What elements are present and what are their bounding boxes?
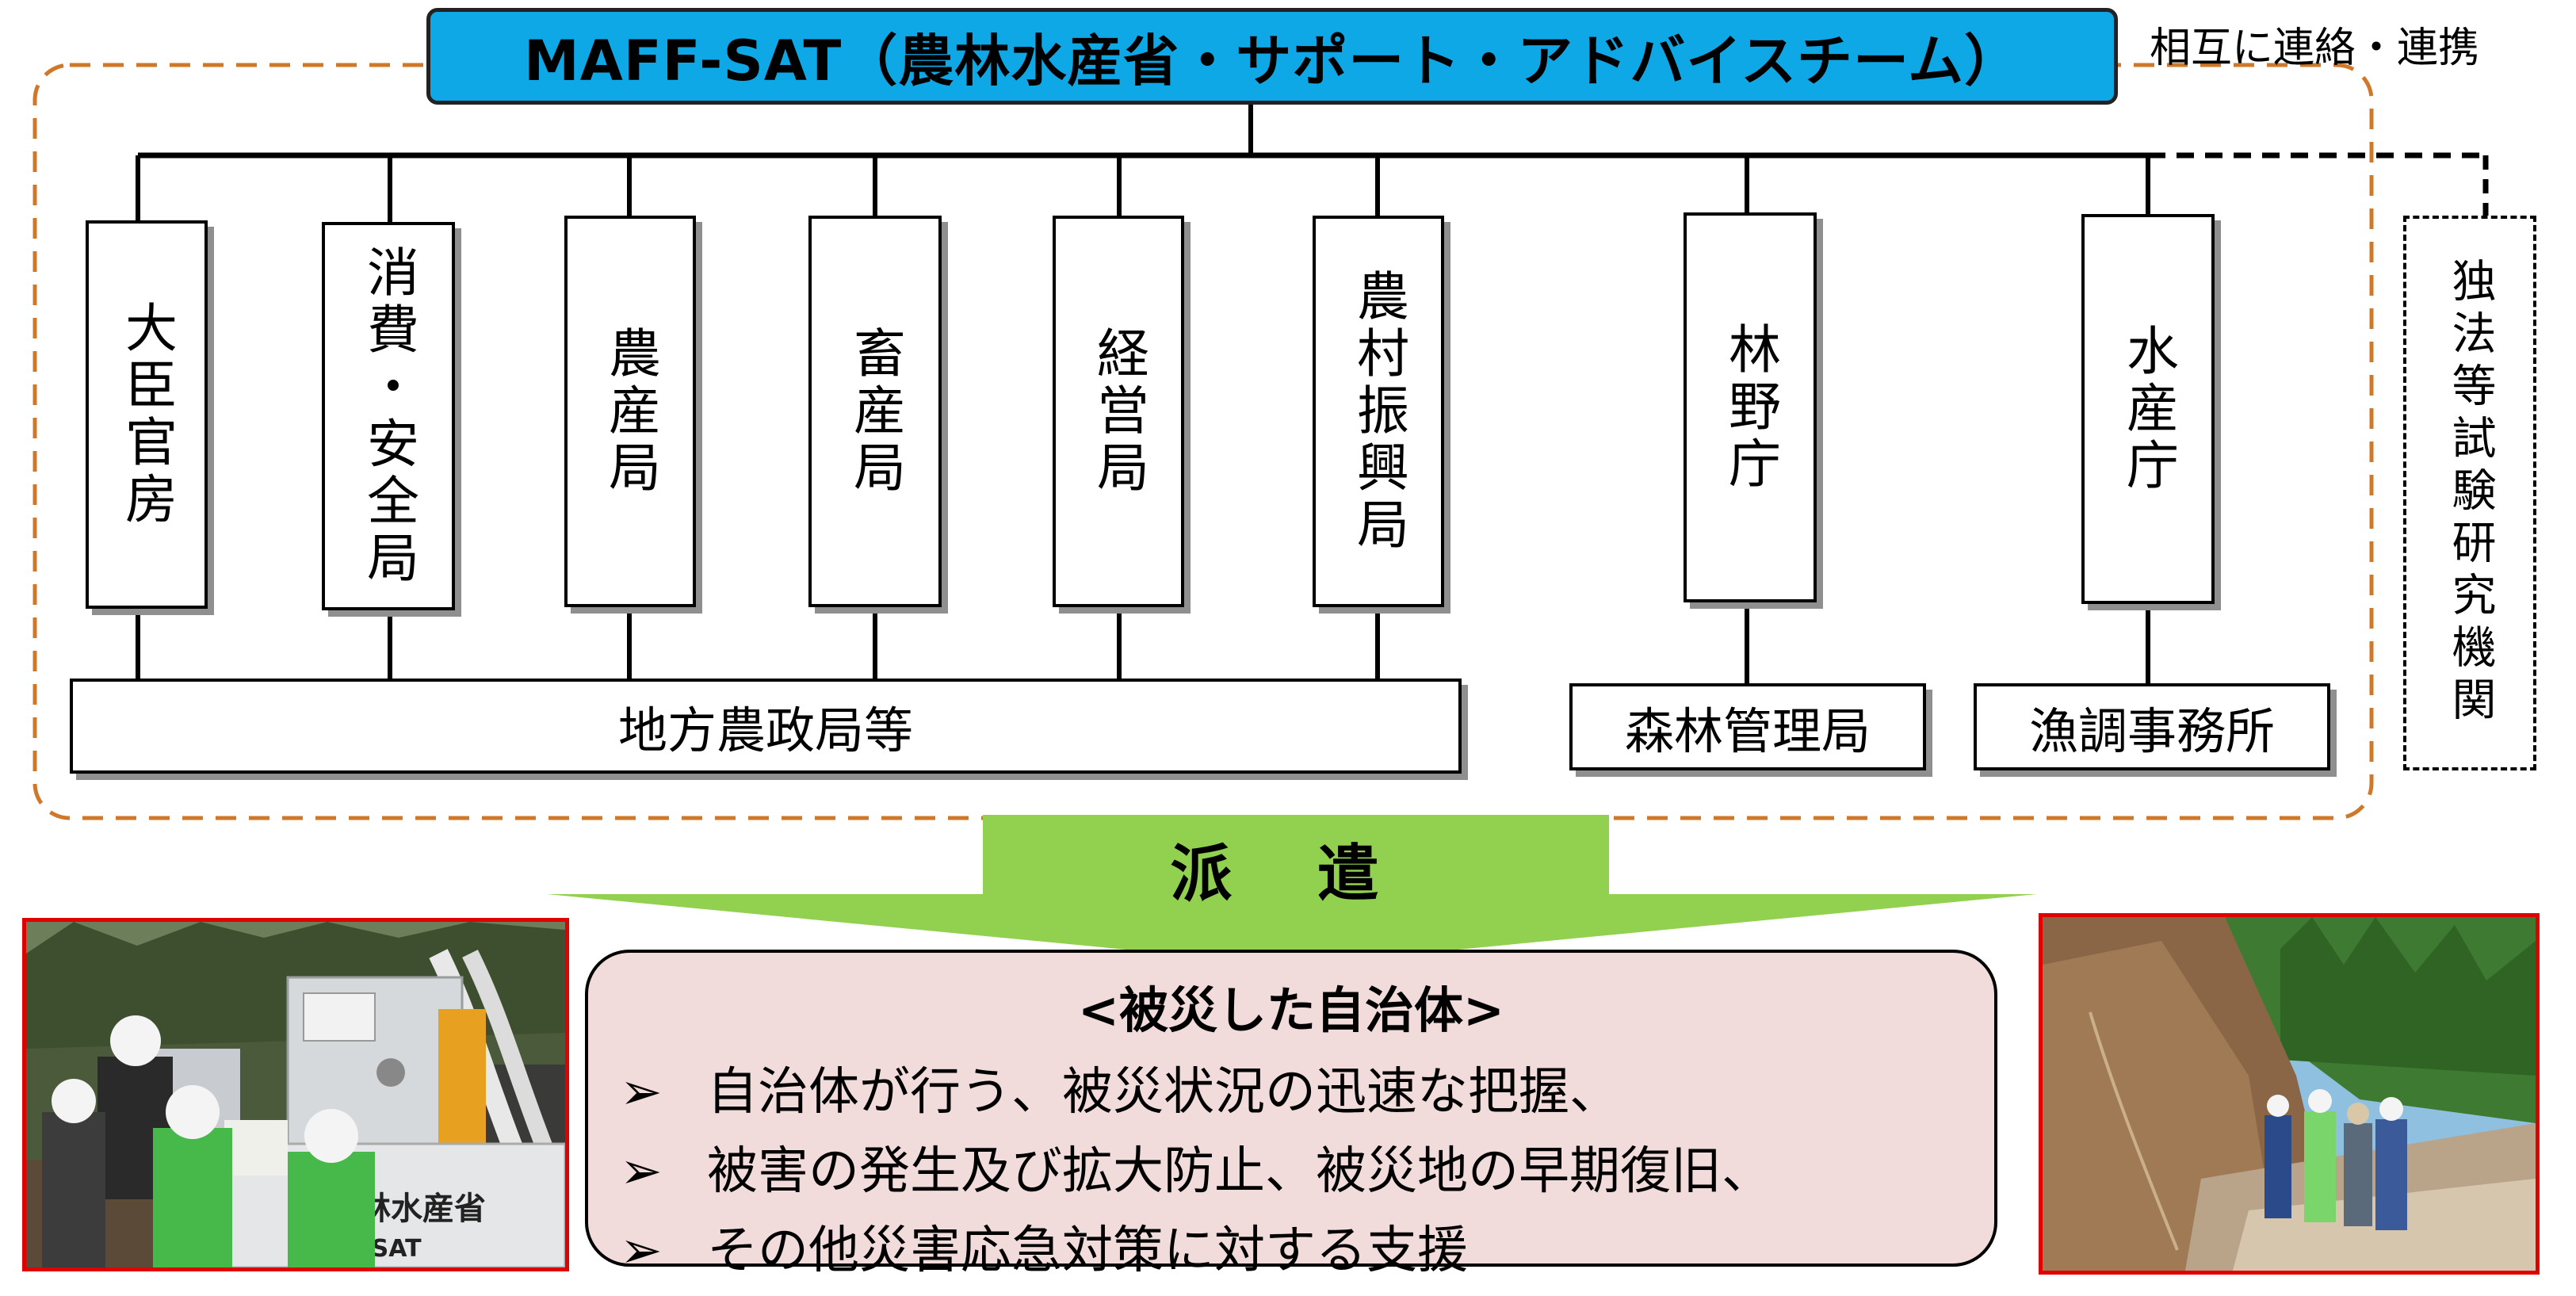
maff-sat-title: MAFF-SAT（農林水産省・サポート・アドバイスチーム） xyxy=(426,8,2118,105)
independent-institutes-box: 独法等試験研究機関 xyxy=(2403,216,2536,770)
independent-institutes-label: 独法等試験研究機関 xyxy=(2444,258,2496,728)
bureau-label: 消費・安全局 xyxy=(358,245,419,587)
photo-landslide-site xyxy=(2039,913,2540,1275)
bureau-label: 林野庁 xyxy=(1720,322,1781,493)
bureau-label: 水産庁 xyxy=(2118,323,2179,495)
bureau-box: 林野庁 xyxy=(1684,212,1817,602)
bullet-arrow-icon: ➢ xyxy=(620,1221,663,1280)
bureau-box: 経営局 xyxy=(1053,216,1184,607)
regional-office-box: 地方農政局等 xyxy=(70,679,1462,774)
liaison-label: 相互に連絡・連携 xyxy=(2150,25,2480,72)
dispatch-label: 派 遣 xyxy=(1170,839,1411,910)
regional-office-label: 地方農政局等 xyxy=(617,702,913,759)
bureau-label: 農村振興局 xyxy=(1348,269,1409,554)
forest-office-box: 森林管理局 xyxy=(1569,683,1926,770)
support-item: ➢ 被害の発生及び拡大防止、被災地の早期復旧、 xyxy=(620,1132,1963,1211)
support-box: <被災した自治体> ➢ 自治体が行う、被災状況の迅速な把握、 ➢ 被害の発生及び拡大… xyxy=(585,950,1997,1280)
support-item-text: その他災害応急対策に対する支援 xyxy=(707,1221,1468,1280)
support-item-text: 自治体が行う、被災状況の迅速な把握、 xyxy=(707,1063,1620,1122)
bureau-label: 農産局 xyxy=(600,326,661,497)
bureau-box: 水産庁 xyxy=(2081,214,2215,604)
bureau-box: 消費・安全局 xyxy=(322,222,455,610)
support-item: ➢ 自治体が行う、被災状況の迅速な把握、 xyxy=(620,1053,1963,1132)
support-item-text: 被害の発生及び拡大防止、被災地の早期復旧、 xyxy=(707,1142,1772,1201)
bullet-arrow-icon: ➢ xyxy=(620,1063,663,1122)
bureau-label: 経営局 xyxy=(1088,326,1149,497)
bureau-label: 大臣官房 xyxy=(117,300,178,529)
bureau-box: 農産局 xyxy=(564,216,696,607)
bureau-box: 農村振興局 xyxy=(1313,216,1444,607)
bullet-arrow-icon: ➢ xyxy=(620,1142,663,1201)
dispatch-arrow xyxy=(547,815,2037,965)
support-item: ➢ その他災害応急対策に対する支援 xyxy=(620,1211,1963,1290)
bureau-label: 畜産局 xyxy=(845,326,906,497)
fishery-office-box: 漁調事務所 xyxy=(1974,683,2330,770)
fishery-office-label: 漁調事務所 xyxy=(2028,702,2275,760)
bureau-box: 大臣官房 xyxy=(86,220,208,609)
forest-office-label: 森林管理局 xyxy=(1624,702,1871,760)
support-title: <被災した自治体> xyxy=(1078,981,1504,1039)
bureau-box: 畜産局 xyxy=(808,216,942,607)
photo-pump-truck: 農林水産省 MAFF-SAT xyxy=(22,918,569,1271)
